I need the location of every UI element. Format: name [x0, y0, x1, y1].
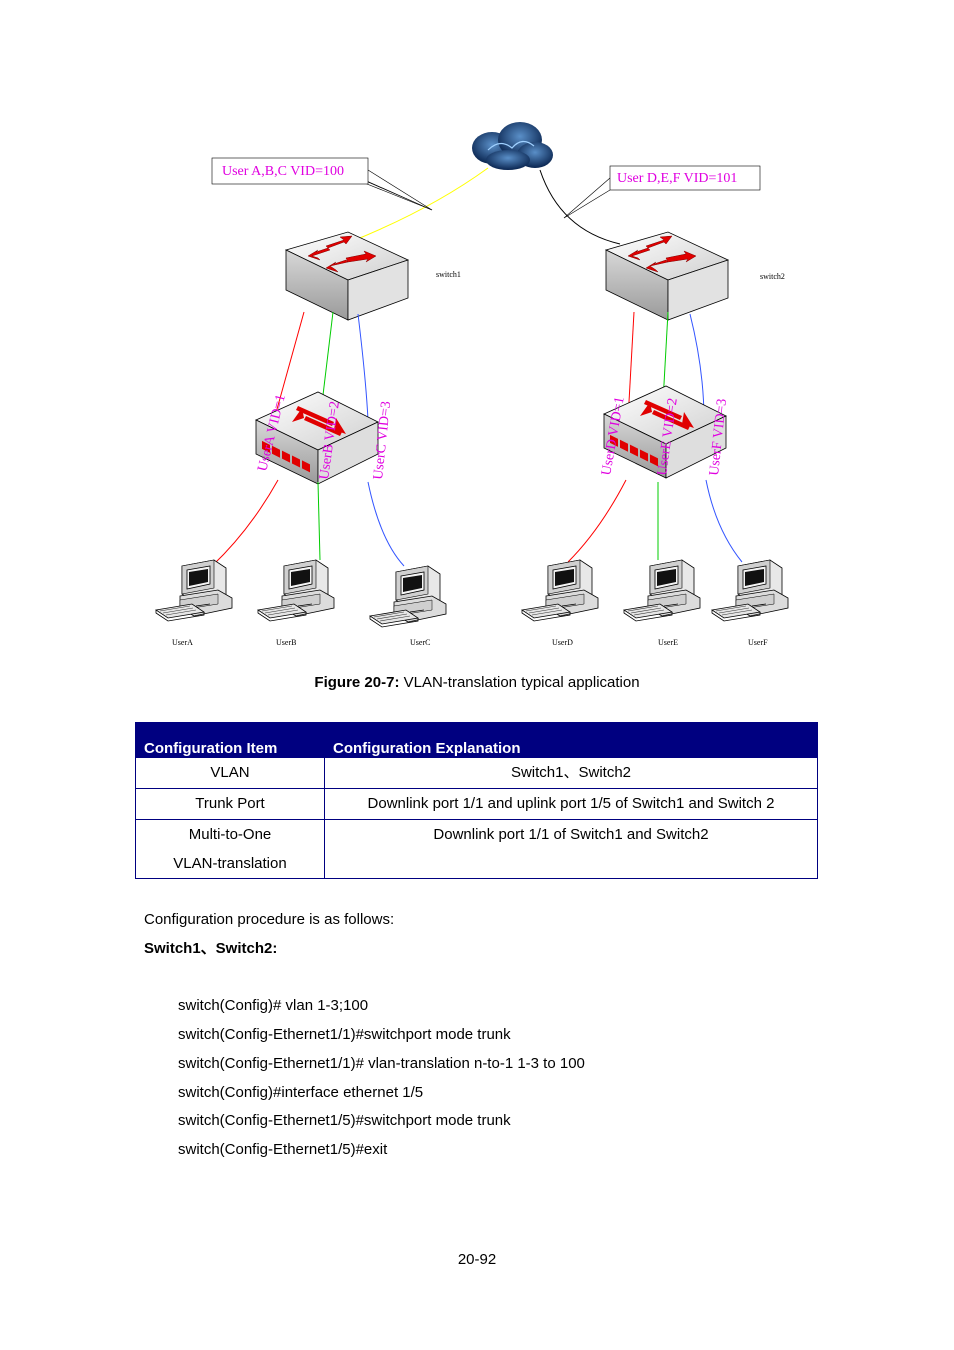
table-cell-item-line1: Multi-to-One [188, 826, 272, 843]
userF-label: UserF [748, 638, 768, 647]
userD-label: UserD [552, 638, 573, 647]
userA-computer-icon [155, 559, 233, 622]
code-line: switch(Config)# vlan 1-3;100 [178, 997, 369, 1014]
table-header-item: Configuration Item [135, 722, 325, 758]
procedure-heading: Switch1、Switch2: [144, 940, 278, 957]
callout-left: User A,B,C VID=100 [211, 157, 433, 211]
switch1-label: switch1 [436, 270, 461, 279]
table-cell-item-line2: VLAN-translation [173, 855, 287, 872]
callout-right: User D,E,F VID=101 [563, 165, 761, 219]
table-cell-item: VLAN [135, 757, 325, 789]
code-line: switch(Config)#interface ethernet 1/5 [178, 1084, 424, 1101]
userF-computer-icon [711, 559, 789, 622]
page-number: 20-92 [457, 1251, 497, 1268]
table-cell-explanation: Downlink port 1/1 and uplink port 1/5 of… [324, 788, 818, 820]
svg-text:User D,E,F VID=101: User D,E,F VID=101 [617, 171, 737, 186]
userE-computer-icon [623, 559, 701, 622]
code-line: switch(Config-Ethernet1/1)# vlan-transla… [178, 1055, 585, 1072]
table-cell-item: Trunk Port [135, 788, 325, 820]
switch2-label: switch2 [760, 272, 785, 281]
figure-caption-text: VLAN-translation typical application [399, 674, 640, 691]
userD-computer-icon [521, 559, 599, 622]
code-line: switch(Config-Ethernet1/5)#switchport mo… [178, 1112, 511, 1129]
userB-label: UserB [276, 638, 296, 647]
table-header-explanation: Configuration Explanation [324, 722, 818, 758]
userC-label: UserC [410, 638, 430, 647]
table-header-row: Configuration Item Configuration Explana… [135, 722, 818, 758]
procedure-intro: Configuration procedure is as follows: [144, 911, 395, 928]
vid-label-userC: UserC VID=3 [371, 400, 394, 480]
uplink-switch1 [349, 167, 489, 243]
table-cell-explanation: Switch1、Switch2 [324, 757, 818, 789]
code-line: switch(Config-Ethernet1/5)#exit [178, 1141, 388, 1158]
code-line: switch(Config-Ethernet1/1)#switchport mo… [178, 1026, 511, 1043]
userB-computer-icon [257, 559, 335, 622]
vlan-translation-diagram: User A,B,C VID=100 User D,E,F VID=101 sw… [155, 122, 789, 647]
table-row: VLAN Switch1、Switch2 [135, 757, 818, 789]
uplink-switch2 [539, 169, 621, 245]
internet-cloud-icon [472, 122, 553, 170]
configuration-table: Configuration Item Configuration Explana… [135, 722, 818, 879]
table-cell-explanation: Downlink port 1/1 of Switch1 and Switch2 [324, 819, 818, 879]
userA-label: UserA [172, 638, 193, 647]
userE-label: UserE [658, 638, 678, 647]
switch2-icon [605, 231, 729, 321]
svg-text:User A,B,C VID=100: User A,B,C VID=100 [222, 164, 344, 179]
userC-computer-icon [369, 565, 447, 628]
figure-caption-label: Figure 20-7: [314, 674, 400, 691]
figure-caption: Figure 20-7: VLAN-translation typical ap… [0, 674, 954, 691]
table-row: Trunk Port Downlink port 1/1 and uplink … [135, 788, 818, 820]
switch1-icon [285, 231, 409, 321]
